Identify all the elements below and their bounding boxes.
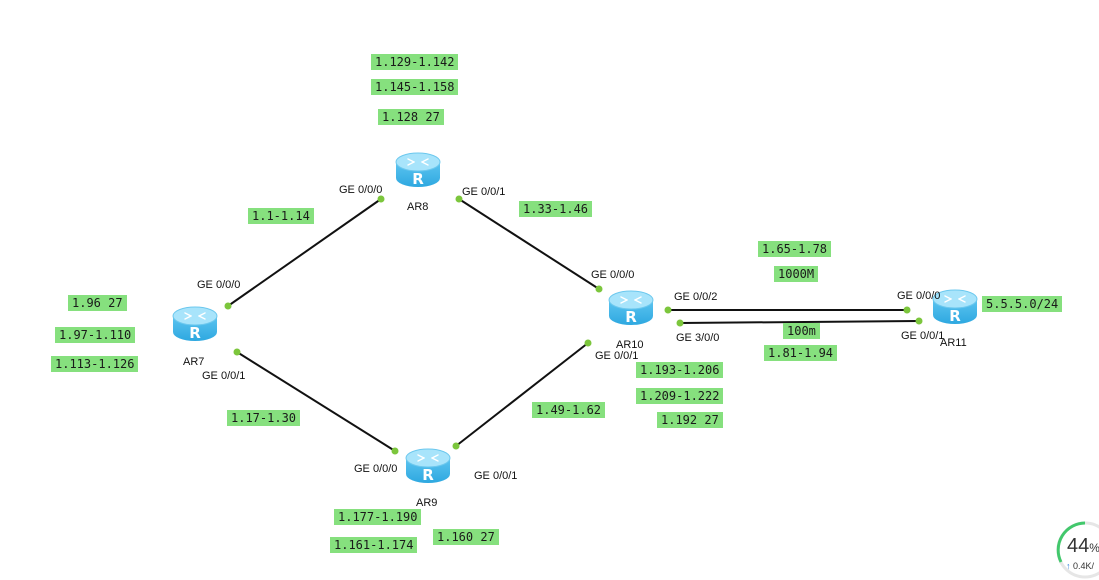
tag-link-ar8-ar10: 1.33-1.46 (519, 201, 593, 217)
port-dot (452, 442, 460, 450)
router-glyph: R (422, 466, 434, 484)
link-ar9-ar10 (455, 342, 589, 447)
tag-ar10-net: 1.192 27 (657, 412, 723, 428)
port-label-ar11-g000: GE 0/0/0 (897, 290, 941, 302)
tag-speed-bottom: 100m (783, 323, 820, 339)
port-dot (664, 306, 672, 314)
tag-speed-top: 1000M (774, 266, 819, 282)
port-label-ar7-g000: GE 0/0/0 (197, 279, 241, 291)
link-ar7-ar8 (227, 198, 382, 307)
port-label-ar7-g001: GE 0/0/1 (202, 370, 246, 382)
port-label-ar10-g000: GE 0/0/0 (591, 269, 635, 281)
link-ar8-ar10 (458, 198, 600, 290)
tag-ar10-range-b: 1.209-1.222 (636, 388, 724, 404)
router-name-ar10: AR10 (616, 339, 644, 351)
port-dot (224, 302, 232, 310)
network-rate: ↑ 0.4K/ (1066, 561, 1095, 571)
port-dot (676, 319, 684, 327)
port-dot (377, 195, 385, 203)
router-name-ar8: AR8 (407, 201, 429, 213)
port-label-ar8-g000: GE 0/0/0 (339, 184, 383, 196)
tag-ar10-range-a: 1.193-1.206 (636, 362, 724, 378)
tag-link-ar10-ar11-top: 1.65-1.78 (758, 241, 832, 257)
port-dot (233, 348, 241, 356)
link-ar10-ar11-bottom (679, 320, 920, 324)
port-label-ar8-g001: GE 0/0/1 (462, 186, 506, 198)
tag-link-ar9-ar10: 1.49-1.62 (532, 402, 606, 418)
link-ar7-ar9 (236, 351, 396, 452)
tag-ar7-net: 1.96 27 (68, 295, 127, 311)
router-glyph: R (412, 170, 424, 188)
port-label-ar9-g001: GE 0/0/1 (474, 470, 518, 482)
router-glyph: R (949, 307, 961, 325)
tag-ar9-net: 1.160 27 (433, 529, 499, 545)
tag-ar11-net: 5.5.5.0/24 (982, 296, 1063, 312)
port-label-ar9-g000: GE 0/0/0 (354, 463, 398, 475)
router-name-ar9: AR9 (416, 497, 438, 509)
tag-ar7-range-b: 1.113-1.126 (51, 356, 139, 372)
tag-ar8-range-b: 1.145-1.158 (371, 79, 459, 95)
router-ar8[interactable]: R (394, 150, 442, 190)
port-dot (915, 317, 923, 325)
router-ar9[interactable]: R (404, 446, 452, 486)
tag-link-ar7-ar9: 1.17-1.30 (227, 410, 301, 426)
tag-ar9-range-a: 1.177-1.190 (334, 509, 422, 525)
tag-ar8-range-a: 1.129-1.142 (371, 54, 459, 70)
port-dot (595, 285, 603, 293)
router-glyph: R (625, 308, 637, 326)
port-label-ar10-g002: GE 0/0/2 (674, 291, 718, 303)
port-dot (391, 447, 399, 455)
tag-ar8-net: 1.128 27 (378, 109, 444, 125)
port-label-ar10-g300: GE 3/0/0 (676, 332, 720, 344)
router-glyph: R (189, 324, 201, 342)
port-dot (584, 339, 592, 347)
router-ar10[interactable]: R (607, 288, 655, 328)
port-label-ar11-g001: GE 0/0/1 (901, 330, 945, 342)
port-dot (903, 306, 911, 314)
port-dot (455, 195, 463, 203)
router-name-ar11: AR11 (940, 337, 967, 349)
tag-link-ar10-ar11-bottom: 1.81-1.94 (764, 345, 838, 361)
port-label-ar10-g001: GE 0/0/1 (595, 350, 639, 362)
tag-ar9-range-b: 1.161-1.174 (330, 537, 418, 553)
upload-arrow-icon: ↑ (1066, 561, 1071, 571)
router-ar7[interactable]: R (171, 304, 219, 344)
router-ar11[interactable]: R (931, 287, 979, 327)
tag-ar7-range-a: 1.97-1.110 (55, 327, 136, 343)
network-usage-percent: 44% (1067, 535, 1099, 557)
tag-link-ar7-ar8: 1.1-1.14 (248, 208, 314, 224)
router-name-ar7: AR7 (183, 356, 205, 368)
